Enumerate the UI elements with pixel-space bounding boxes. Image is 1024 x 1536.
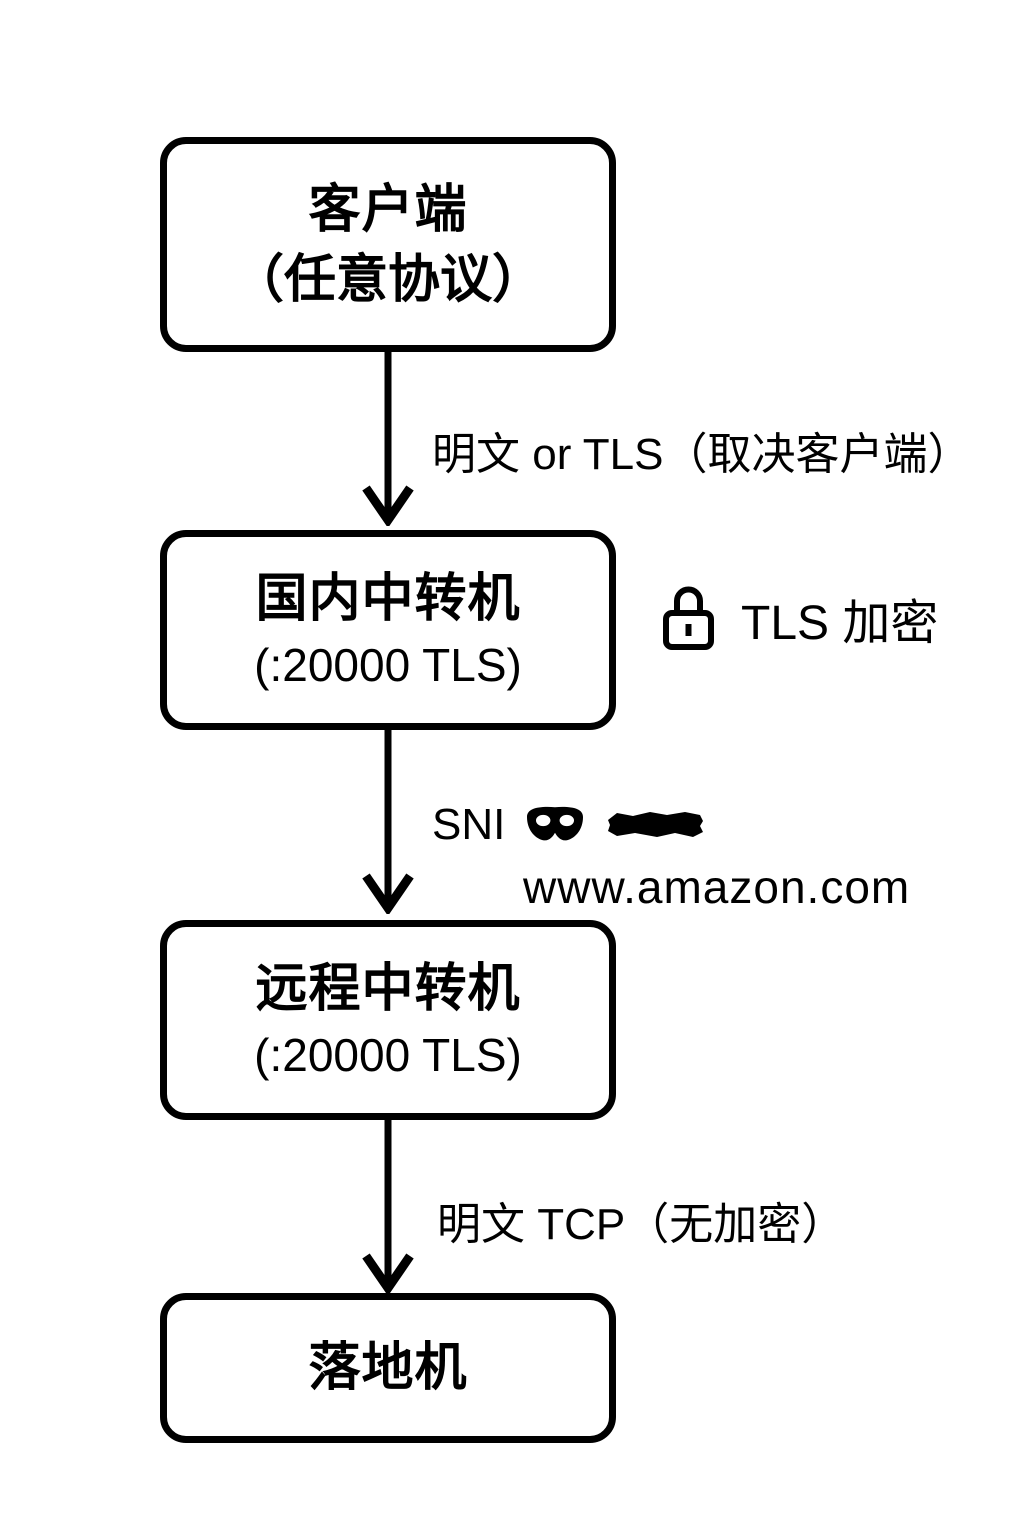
- arrow-domestic-to-remote: [362, 728, 414, 914]
- sni-disguise-domain: www.amazon.com: [523, 861, 911, 913]
- arrow-client-to-domestic: [362, 350, 414, 526]
- node-remote-relay-title: 远程中转机: [255, 960, 521, 1018]
- sni-label: SNI: [432, 800, 506, 849]
- redacted-scribble: [605, 809, 705, 841]
- node-domestic-relay-title: 国内中转机: [255, 570, 521, 628]
- edge-label-plaintext-or-tls: 明文 or TLS（取决客户端）: [432, 430, 972, 479]
- node-remote-relay-port: (:20000 TLS): [254, 1029, 522, 1081]
- lock-icon: [660, 583, 717, 653]
- node-landing-server: 落地机: [160, 1293, 616, 1443]
- node-client: 客户端 （任意协议）: [160, 137, 616, 352]
- arrow-remote-to-landing: [362, 1118, 414, 1294]
- node-client-subtitle: （任意协议）: [231, 250, 544, 309]
- node-client-title: 客户端: [308, 180, 468, 239]
- edge-label-sni-row: SNI: [432, 800, 705, 850]
- node-domestic-relay: 国内中转机 (:20000 TLS): [160, 530, 616, 730]
- tls-encryption-annotation: TLS 加密: [660, 583, 938, 653]
- edge-label-plaintext-tcp: 明文 TCP（无加密）: [437, 1200, 846, 1249]
- node-landing-server-title: 落地机: [308, 1339, 468, 1397]
- tls-encryption-label: TLS 加密: [741, 597, 939, 650]
- mask-icon: [523, 804, 587, 846]
- node-domestic-relay-port: (:20000 TLS): [254, 639, 522, 691]
- node-remote-relay: 远程中转机 (:20000 TLS): [160, 920, 616, 1120]
